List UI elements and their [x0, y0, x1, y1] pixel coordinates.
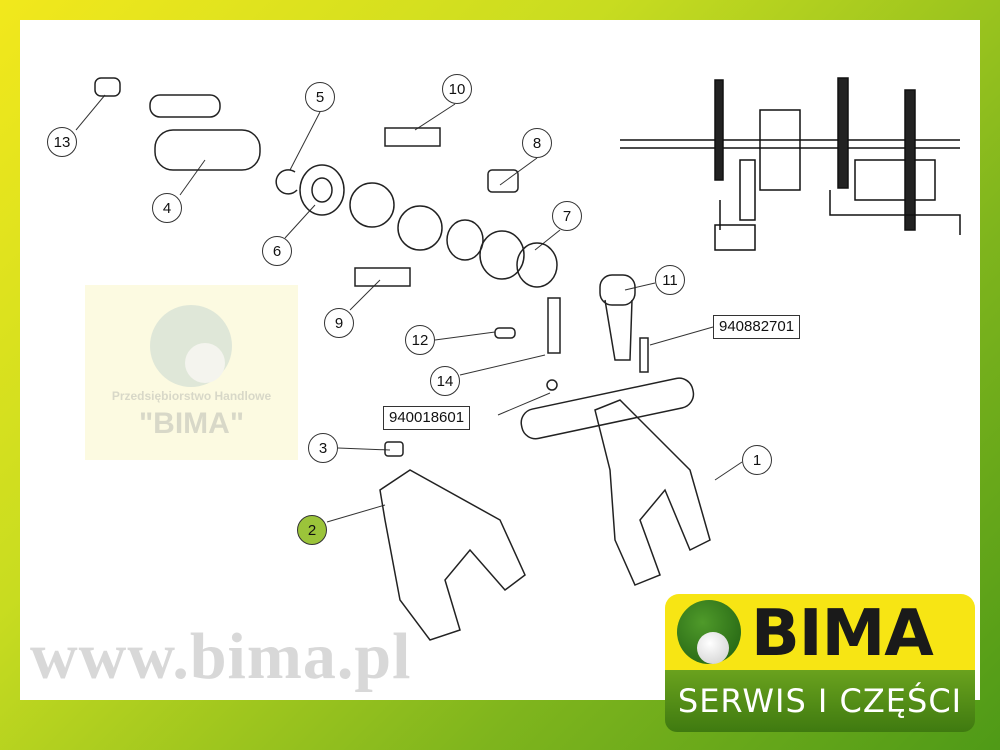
- part-3-screw: [384, 441, 404, 457]
- part-9-bearing: [354, 205, 443, 287]
- part-11-lever: [599, 274, 636, 361]
- callout-5[interactable]: 5: [305, 82, 335, 112]
- logo-tagline: SERWIS I CZĘŚCI: [665, 670, 975, 732]
- logo-brand: BIMA: [751, 597, 934, 671]
- part-pin-940882701: [639, 337, 649, 373]
- callout-7[interactable]: 7: [552, 201, 582, 231]
- callout-3[interactable]: 3: [308, 433, 338, 463]
- leader-lines: [75, 94, 743, 523]
- part-8-ring: [446, 169, 519, 261]
- logo-ball-highlight: [697, 632, 729, 664]
- part-6-washer: [299, 164, 345, 216]
- part-10-bearing: [349, 127, 441, 228]
- callout-1[interactable]: 1: [742, 445, 772, 475]
- callout-8[interactable]: 8: [522, 128, 552, 158]
- callout-4[interactable]: 4: [152, 193, 182, 223]
- watermark-url: www.bima.pl: [30, 620, 412, 693]
- callout-2-highlighted[interactable]: 2: [297, 515, 327, 545]
- watermark-dot: [185, 343, 225, 383]
- diagram-panel: Przedsiębiorstwo Handlowe "BIMA": [20, 20, 980, 700]
- callout-9[interactable]: 9: [324, 308, 354, 338]
- gearbox-section-drawing: [620, 77, 961, 251]
- part-1-fork: [520, 377, 711, 586]
- part-number-940882701[interactable]: 940882701: [713, 315, 801, 339]
- callout-6[interactable]: 6: [262, 236, 292, 266]
- watermark-name: "BIMA": [138, 407, 245, 440]
- callout-11[interactable]: 11: [655, 265, 685, 295]
- part-13-bolt: [94, 77, 121, 97]
- part-2-fork: [379, 469, 526, 641]
- callout-12[interactable]: 12: [405, 325, 435, 355]
- part-5-circlip: [275, 169, 298, 195]
- part-number-940018601[interactable]: 940018601: [383, 406, 471, 430]
- part-14-spring: [546, 297, 561, 391]
- callout-10[interactable]: 10: [442, 74, 472, 104]
- part-7-washers: [479, 230, 558, 288]
- bima-logo: BIMA SERWIS I CZĘŚCI: [665, 594, 975, 732]
- part-4-shaft: [149, 94, 261, 171]
- part-12-pin: [494, 327, 516, 339]
- callout-13[interactable]: 13: [47, 127, 77, 157]
- watermark-logo: Przedsiębiorstwo Handlowe "BIMA": [85, 285, 298, 460]
- watermark-company: Przedsiębiorstwo Handlowe: [111, 389, 272, 403]
- callout-14[interactable]: 14: [430, 366, 460, 396]
